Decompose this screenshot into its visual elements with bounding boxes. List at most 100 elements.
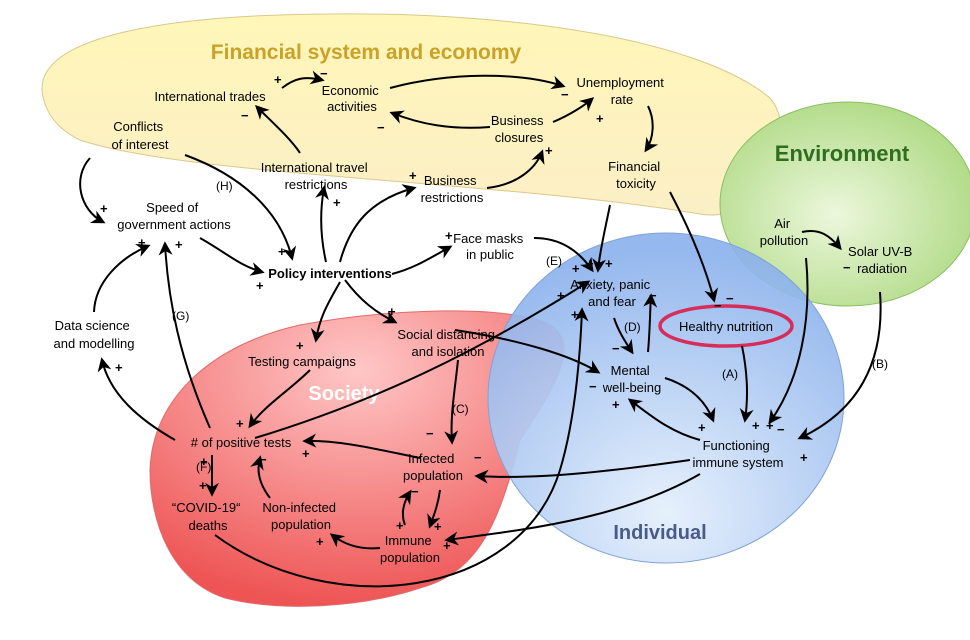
node-positive-tests: # of positive tests <box>191 435 292 450</box>
arrow-air-uvb <box>801 230 842 251</box>
tag-f: (F) <box>196 460 211 474</box>
sign-minus: − <box>377 120 385 135</box>
arrow-immunepop-infected <box>398 489 412 526</box>
tag-c: (C) <box>452 402 469 416</box>
arrow-immunepop-noninf <box>329 533 381 550</box>
node-data-science-modelling: Data science and modelling <box>54 318 135 351</box>
arrow-positive-speed <box>158 241 211 429</box>
causal-arrows <box>79 70 882 588</box>
sign-plus: + <box>115 360 123 375</box>
sign-plus: + <box>388 304 396 319</box>
sign-plus: + <box>199 478 207 493</box>
sign-plus: + <box>278 244 286 259</box>
sign-plus: + <box>333 195 341 210</box>
arrow-deaths-anxiety <box>214 307 589 588</box>
arrow-intltrades-econ <box>281 70 325 89</box>
sign-plus: + <box>605 256 613 271</box>
arrow-uvb-immune <box>797 291 882 440</box>
arrow-conflicts-speed <box>79 157 106 224</box>
arrow-policy-bizrestrict <box>339 184 417 263</box>
sign-plus: + <box>274 72 282 87</box>
node-healthy-nutrition: Healthy nutrition <box>679 319 773 334</box>
region-environment-shape <box>719 101 970 307</box>
sign-minus: − <box>241 108 249 123</box>
arrow-travel-trades <box>255 105 301 154</box>
arrow-air-immune <box>768 257 809 425</box>
arrow-immune-mental <box>627 398 701 441</box>
arrow-bizrestrict-closures <box>486 149 545 189</box>
sign-minus: − <box>714 298 722 313</box>
node-testing-campaigns: Testing campaigns <box>248 354 356 369</box>
sign-plus: + <box>545 143 553 158</box>
arrow-mental-immune <box>664 377 716 423</box>
sign-plus: + <box>434 519 442 534</box>
tag-d: (D) <box>624 320 641 334</box>
sign-minus: − <box>561 87 569 102</box>
sign-plus: + <box>800 450 808 465</box>
node-financial-toxicity: Financial toxicity <box>608 159 664 191</box>
sign-plus: + <box>100 201 108 216</box>
sign-plus: + <box>138 235 146 250</box>
node-social-distancing-isolation: Social distancing and isolation <box>397 327 498 359</box>
arrow-immune-infected <box>474 459 691 484</box>
node-infected-population: Infected population <box>403 451 463 483</box>
sign-minus: − <box>320 66 328 81</box>
arrow-nutrition-immune <box>739 345 754 423</box>
arrow-infected-immunepop <box>427 489 441 529</box>
tag-e: (E) <box>546 254 562 268</box>
sign-plus: + <box>302 446 310 461</box>
polarity-signs: + − − − − + + + + + + + + + + + + + − − … <box>100 66 851 553</box>
arrow-econ-unemployment <box>389 74 566 90</box>
arrow-policy-social <box>344 279 398 324</box>
arrow-mental-anxiety <box>643 293 658 353</box>
region-environment-title: Environment <box>775 141 910 166</box>
sign-plus: + <box>752 418 760 433</box>
tag-a: (A) <box>722 367 738 381</box>
sign-plus: + <box>396 518 404 533</box>
arrow-conflicts-policy <box>184 154 297 261</box>
arrow-noninf-positive <box>250 455 271 499</box>
node-economic-activities: Economic activities <box>322 83 383 114</box>
sign-plus: + <box>445 228 453 243</box>
node-non-infected-population: Non-infected population <box>262 500 339 532</box>
sign-minus: − <box>259 452 267 467</box>
node-functioning-immune-system: Functioning immune system <box>692 438 783 470</box>
sign-plus: + <box>316 534 324 549</box>
arrow-testing-positive <box>248 369 311 429</box>
sign-plus: + <box>200 454 208 469</box>
nodes: International trades Economic activities… <box>54 75 913 565</box>
arrow-policy-facemasks <box>391 245 453 275</box>
sign-plus: + <box>236 416 244 431</box>
region-individual-title: Individual <box>613 522 706 544</box>
arrow-closures-unemployment <box>552 97 595 123</box>
node-face-masks-in-public: Face masks in public <box>453 231 527 262</box>
node-conflicts-of-interest: Conflicts of interest <box>111 119 168 152</box>
sign-minus: − <box>649 288 657 303</box>
tag-h: (H) <box>216 179 233 193</box>
arrow-social-mental <box>454 329 601 374</box>
arrow-unemployment-toxicity <box>644 105 659 153</box>
sign-plus: + <box>557 288 565 303</box>
node-international-travel-restrictions: International travel restrictions <box>261 160 372 192</box>
sign-plus: + <box>443 538 451 553</box>
node-policy-interventions: Policy interventions <box>268 266 392 281</box>
arrow-positive-datascience <box>97 357 176 441</box>
sign-plus: + <box>571 307 579 322</box>
node-business-closures: Business closures <box>491 113 547 145</box>
region-financial-title: Financial system and economy <box>211 41 522 64</box>
sign-plus: + <box>175 237 183 252</box>
region-individual-shape <box>487 232 845 564</box>
sign-plus: + <box>596 111 604 126</box>
sign-plus: + <box>256 278 264 293</box>
sign-minus: − <box>426 426 434 441</box>
sign-minus: − <box>612 341 620 356</box>
sign-minus: − <box>726 291 734 306</box>
arrow-facemasks-anxiety <box>533 237 594 273</box>
sign-plus: + <box>612 397 620 412</box>
sign-minus: − <box>474 450 482 465</box>
sign-plus: + <box>766 418 774 433</box>
arrow-toxicity-nutrition <box>669 191 718 303</box>
arrow-positive-anxiety <box>254 280 591 439</box>
